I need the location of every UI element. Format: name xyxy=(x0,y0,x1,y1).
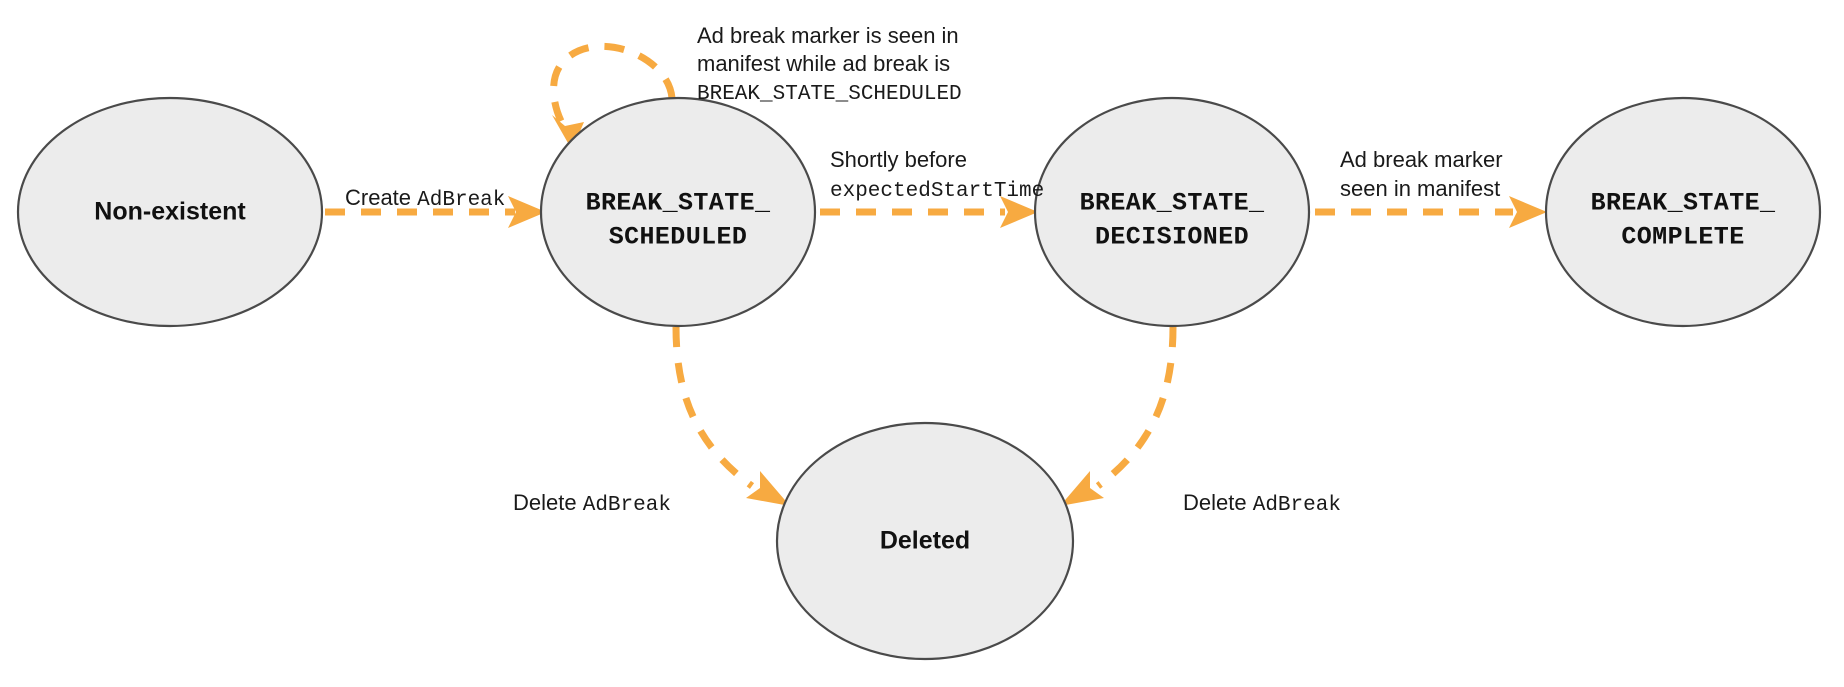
node-deleted-shape[interactable] xyxy=(775,421,1075,661)
edge-decisioned-to-deleted-arrowhead xyxy=(1060,471,1104,506)
edge-self-loop-scheduled-line xyxy=(550,42,676,132)
edge-scheduled-to-deleted-line xyxy=(672,326,755,489)
edge-scheduled-to-decisioned xyxy=(820,196,1038,228)
node-break-state-decisioned-shape[interactable] xyxy=(1033,96,1311,328)
node-non-existent-shape[interactable] xyxy=(16,96,324,328)
node-non-existent[interactable]: Non-existent xyxy=(16,96,324,328)
edge-scheduled-to-deleted-arrowhead xyxy=(746,471,790,506)
node-break-state-decisioned[interactable]: BREAK_STATE_ DECISIONED xyxy=(1033,96,1311,328)
node-break-state-scheduled-label-line2: SCHEDULED xyxy=(609,223,748,252)
edge-label-create-adbreak: Create AdBreak xyxy=(345,185,505,212)
edge-decisioned-to-complete xyxy=(1315,196,1547,228)
edge-scheduled-to-deleted xyxy=(672,326,790,506)
edge-create-adbreak xyxy=(325,196,546,228)
edge-label-scheduled-to-deleted: Delete AdBreak xyxy=(513,490,671,517)
node-break-state-complete-label-line2: COMPLETE xyxy=(1621,223,1744,252)
node-non-existent-label: Non-existent xyxy=(94,198,246,226)
node-deleted[interactable]: Deleted xyxy=(775,421,1075,661)
edge-label-decisioned-to-deleted: Delete AdBreak xyxy=(1183,490,1341,517)
edge-label-scheduled-to-decisioned: Shortly before expectedStartTime xyxy=(830,147,1044,203)
edge-label-decisioned-to-complete: Ad break marker seen in manifest xyxy=(1340,147,1509,201)
edge-self-loop-scheduled xyxy=(550,42,676,150)
edge-decisioned-to-complete-arrowhead xyxy=(1509,196,1547,228)
edge-self-loop-scheduled-arrowhead xyxy=(552,115,584,150)
edge-create-adbreak-arrowhead xyxy=(508,196,546,228)
edge-decisioned-to-deleted xyxy=(1060,326,1177,506)
node-break-state-scheduled-shape[interactable] xyxy=(539,96,817,328)
node-break-state-complete-label-line1: BREAK_STATE_ xyxy=(1591,189,1776,218)
edge-label-self-loop-scheduled: Ad break marker is seen in manifest whil… xyxy=(697,23,965,106)
node-break-state-scheduled-label-line1: BREAK_STATE_ xyxy=(586,189,771,218)
edge-scheduled-to-decisioned-arrowhead xyxy=(1000,196,1038,228)
node-break-state-decisioned-label-line2: DECISIONED xyxy=(1095,223,1249,252)
node-break-state-decisioned-label-line1: BREAK_STATE_ xyxy=(1080,189,1265,218)
node-deleted-label: Deleted xyxy=(880,527,970,555)
node-break-state-scheduled[interactable]: BREAK_STATE_ SCHEDULED xyxy=(539,96,817,328)
node-break-state-complete-shape[interactable] xyxy=(1544,96,1822,328)
node-break-state-complete[interactable]: BREAK_STATE_ COMPLETE xyxy=(1544,96,1822,328)
edge-decisioned-to-deleted-line xyxy=(1095,326,1177,489)
